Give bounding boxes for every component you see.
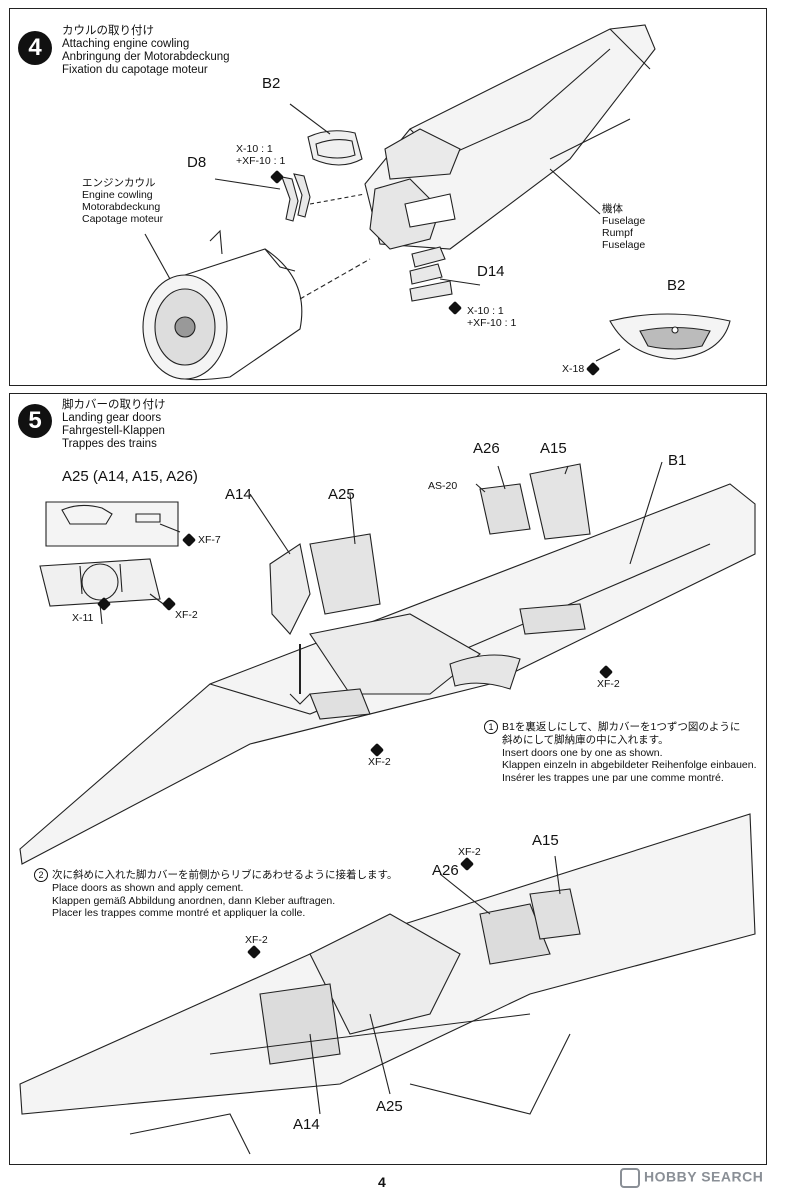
inset-paint-x11: X-11 xyxy=(72,612,94,624)
step-title: 脚カバーの取り付け Landing gear doors Fahrgestell… xyxy=(62,399,166,451)
lower-part-label-a15: A15 xyxy=(532,832,559,849)
paint-callout-xf2: XF-2 xyxy=(368,743,391,768)
watermark: HOBBY SEARCH xyxy=(620,1168,763,1188)
title-fr: Fixation du capotage moteur xyxy=(62,64,208,76)
paint-callout-d14: X-10 : 1 +XF-10 : 1 xyxy=(467,305,517,329)
step-5-panel: 5 脚カバーの取り付け Landing gear doors Fahrgeste… xyxy=(9,393,767,1165)
paint-hex-icon xyxy=(181,533,197,548)
step-4-panel: 4 カウルの取り付け Attaching engine cowling Anbr… xyxy=(9,8,767,386)
lower-part-label-a26: A26 xyxy=(432,862,459,879)
part-label-b2: B2 xyxy=(262,75,281,92)
paint-callout-as20: AS-20 xyxy=(428,480,458,492)
fuselage-label: 機体 Fuselage Rumpf Fuselage xyxy=(602,203,646,251)
paint-hex-icon xyxy=(586,362,601,377)
step-title: カウルの取り付け Attaching engine cowling Anbrin… xyxy=(62,25,230,77)
inset-title: A25 (A14, A15, A26) xyxy=(62,468,198,485)
inset-paint-xf7: XF-7 xyxy=(180,533,221,548)
title-en: Attaching engine cowling xyxy=(62,38,190,50)
lower-part-label-a14: A14 xyxy=(293,1116,320,1133)
note-number: 2 xyxy=(34,868,48,882)
title-de: Fahrgestell-Klappen xyxy=(62,425,165,437)
part-label-a26: A26 xyxy=(473,440,500,457)
title-jp: カウルの取り付け xyxy=(62,25,154,37)
title-fr: Trappes des trains xyxy=(62,438,157,450)
logo-icon xyxy=(620,1168,640,1188)
inset-paint-callout: X-18 xyxy=(562,362,602,377)
step-5-illustration xyxy=(19,461,756,1155)
step-number: 4 xyxy=(18,31,52,65)
part-label-b1: B1 xyxy=(668,452,687,469)
paint-callout-xf2: XF-2 xyxy=(597,665,620,690)
paint-callout-d8: X-10 : 1 +XF-10 : 1 xyxy=(236,143,286,167)
step-number: 5 xyxy=(18,404,52,438)
page-number: 4 xyxy=(378,1174,386,1190)
title-de: Anbringung der Motorabdeckung xyxy=(62,51,230,63)
part-label-d14: D14 xyxy=(477,263,505,280)
step-4-illustration xyxy=(142,24,731,381)
note-number: 1 xyxy=(484,720,498,734)
lower-paint-xf2: XF-2 xyxy=(458,846,481,872)
title-jp: 脚カバーの取り付け xyxy=(62,399,166,411)
title-en: Landing gear doors xyxy=(62,412,162,424)
cowling-label: エンジンカウル Engine cowling Motorabdeckung Ca… xyxy=(82,177,164,225)
part-label-a25: A25 xyxy=(328,486,355,503)
lower-paint-xf2: XF-2 xyxy=(245,934,268,960)
paint-hex-icon xyxy=(246,945,262,960)
part-label-a14: A14 xyxy=(225,486,252,503)
inset-part-label-b2: B2 xyxy=(667,277,686,294)
part-label-a15: A15 xyxy=(540,440,567,457)
part-label-d8: D8 xyxy=(187,154,207,171)
paint-hex-icon xyxy=(459,857,475,872)
lower-part-label-a25: A25 xyxy=(376,1098,403,1115)
inset-paint-xf2: XF-2 xyxy=(175,609,198,621)
